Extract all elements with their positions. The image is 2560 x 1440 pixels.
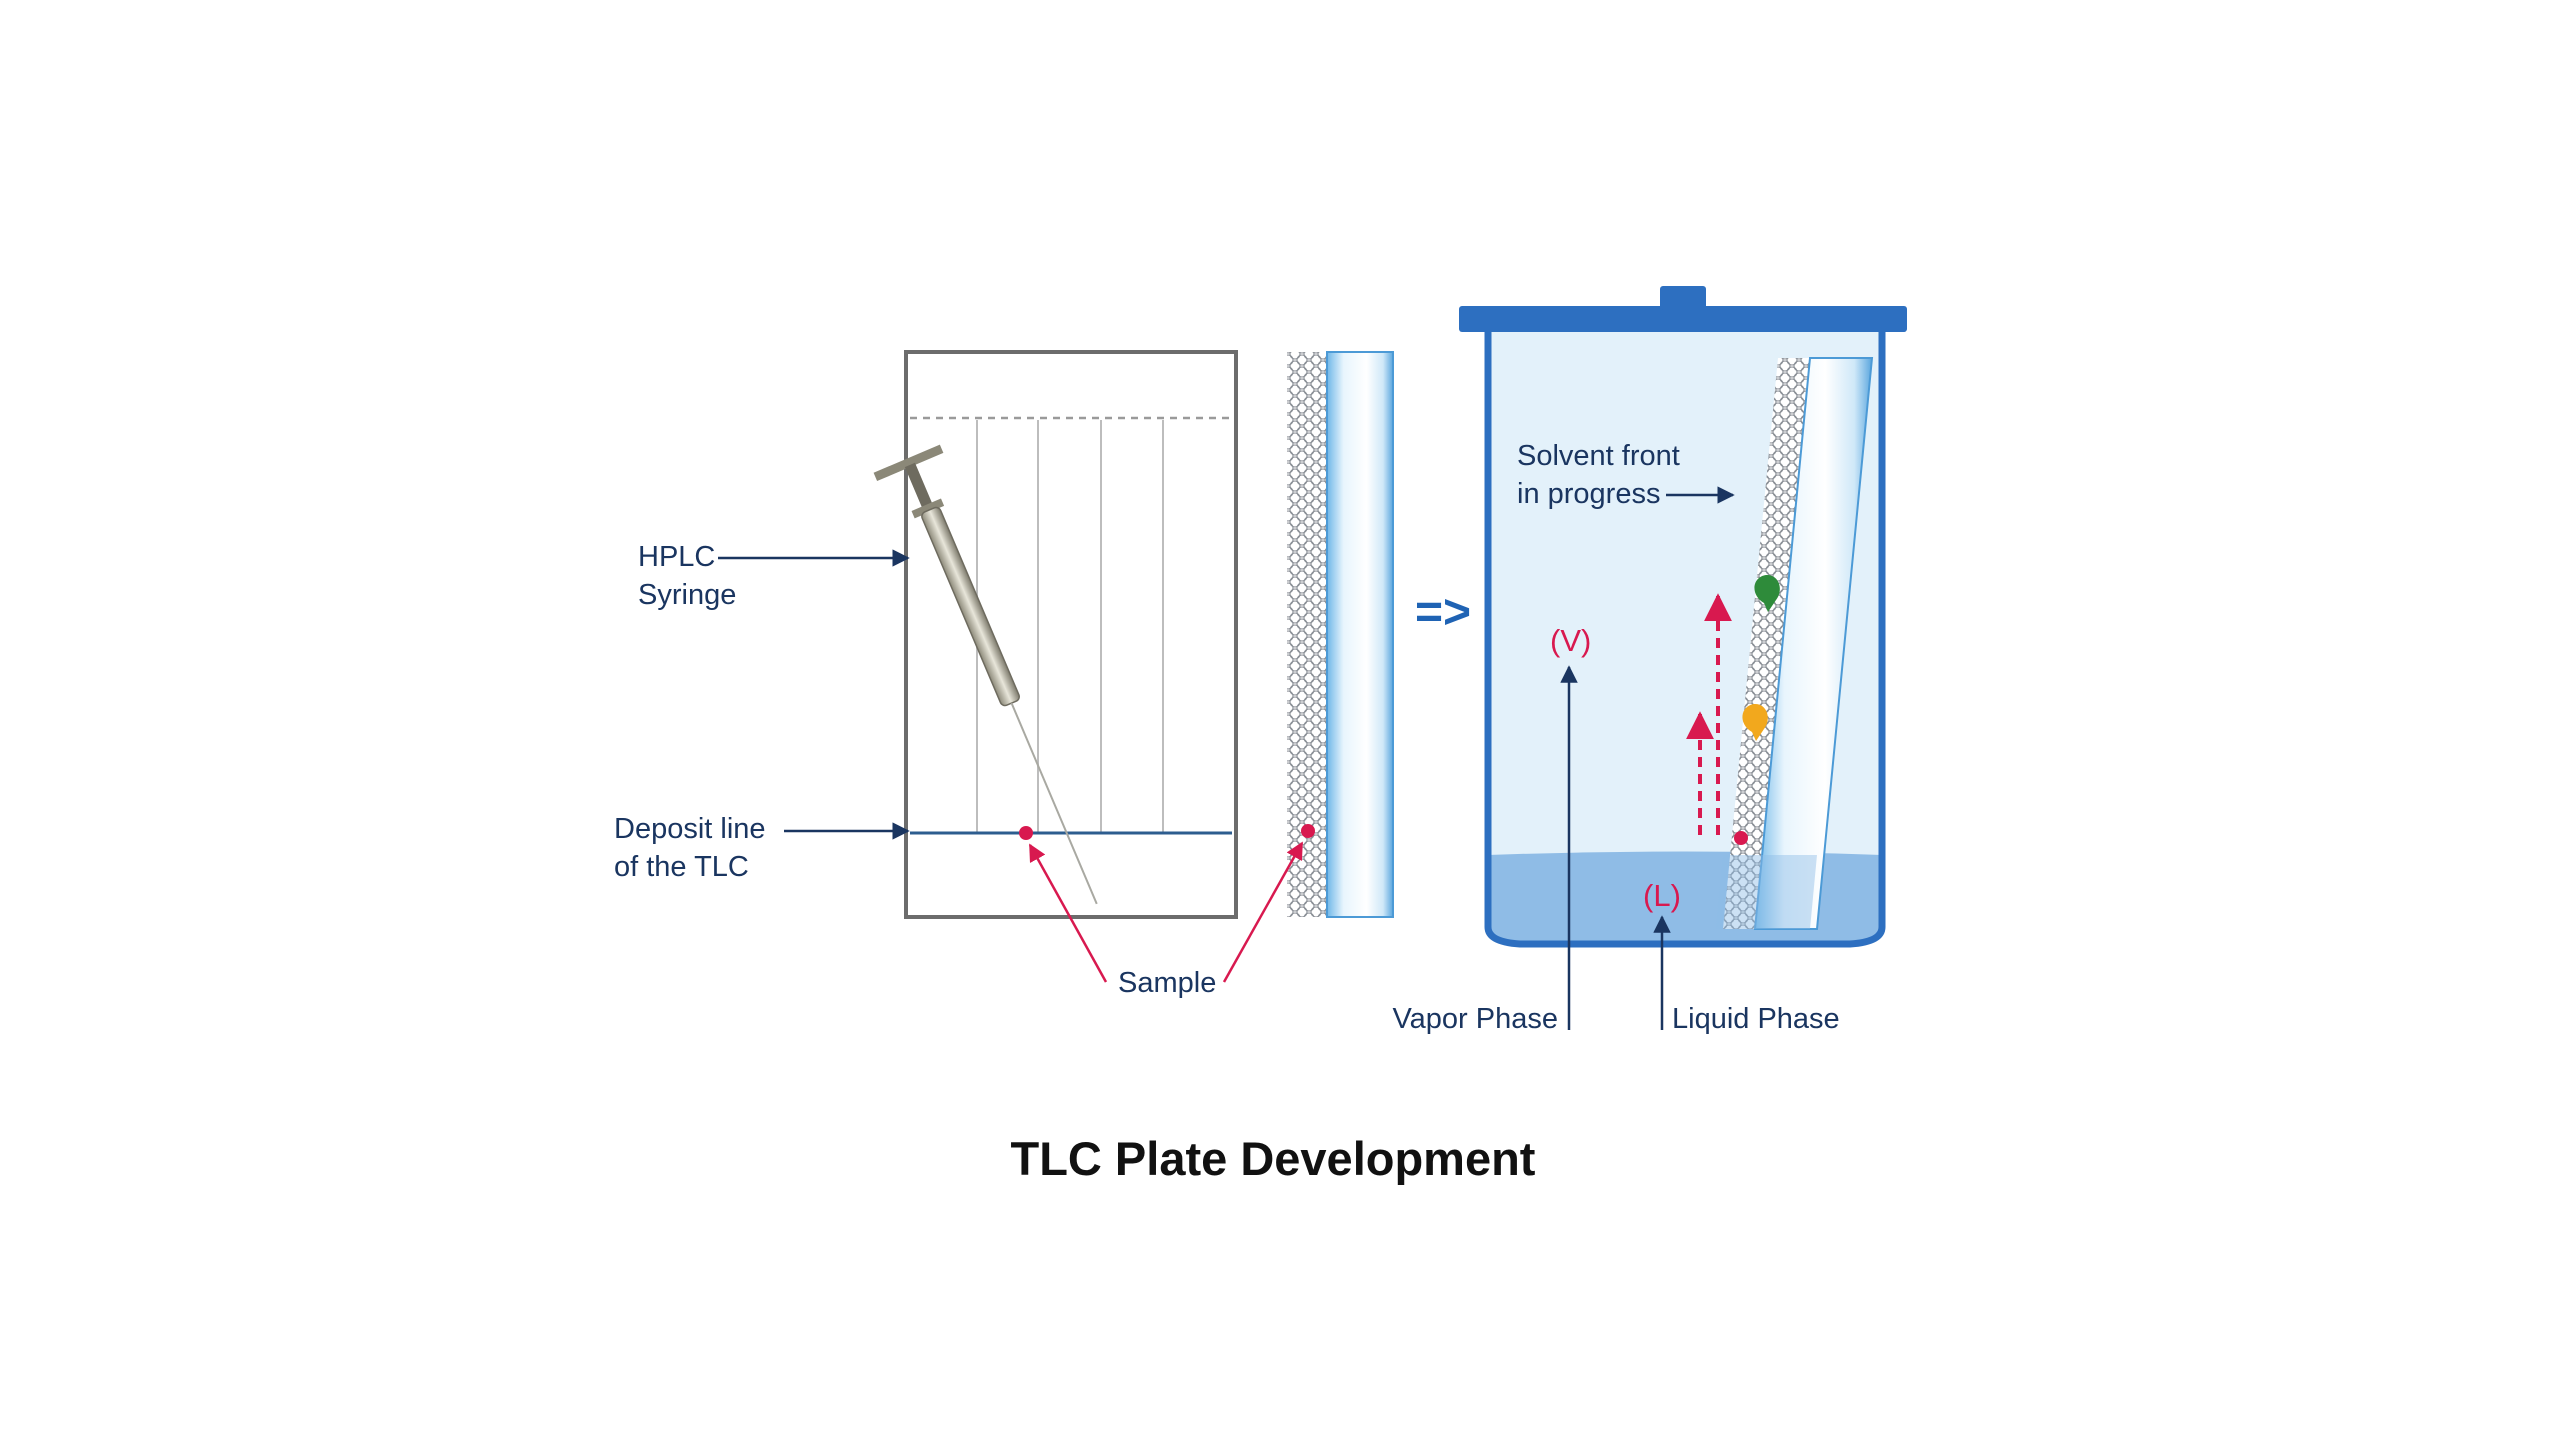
liquid-marker: (L) xyxy=(1643,878,1681,913)
tlc-plate-front xyxy=(904,350,1238,919)
vapor-phase-label: Vapor Phase xyxy=(1392,1003,1558,1035)
vapor-marker: (V) xyxy=(1550,623,1591,658)
tilted-tlc-plate xyxy=(1716,357,1874,930)
tlc-plate-side xyxy=(1287,351,1394,918)
syringe-icon xyxy=(873,444,1098,905)
green-spot xyxy=(1754,574,1780,612)
tank-lid xyxy=(1459,306,1907,332)
hplc-label-line2: Syringe xyxy=(638,579,736,611)
orange-spot xyxy=(1742,703,1768,741)
sample-dot-tank xyxy=(1734,831,1748,845)
hplc-label-line1: HPLC xyxy=(638,541,715,573)
solvent-front-label-line1: Solvent front xyxy=(1517,440,1680,472)
development-tank xyxy=(1459,286,1907,948)
liquid-phase-label: Liquid Phase xyxy=(1672,1003,1840,1035)
sample-dot-side xyxy=(1301,824,1315,838)
deposit-label-line1: Deposit line xyxy=(614,813,766,845)
deposit-label-line2: of the TLC xyxy=(614,851,749,883)
sample-label: Sample xyxy=(1118,967,1216,999)
sample-dot-front xyxy=(1019,826,1033,840)
arrow-right-icon: => xyxy=(1415,586,1471,639)
figure-caption: TLC Plate Development xyxy=(1011,1132,1536,1185)
solvent-front-label-line2: in progress xyxy=(1517,478,1660,510)
